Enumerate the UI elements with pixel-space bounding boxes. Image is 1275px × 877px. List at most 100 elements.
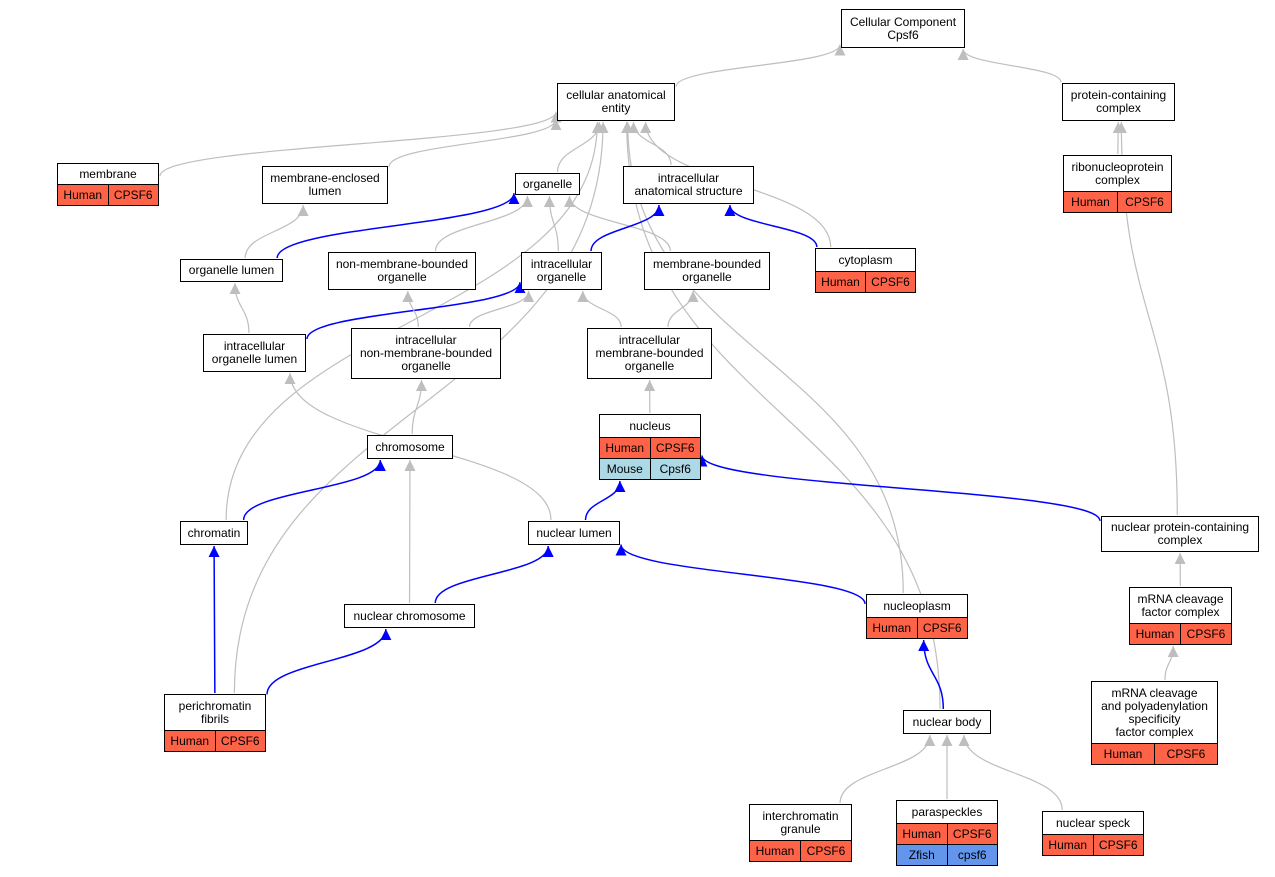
gene-cell: CPSF6 [916, 618, 968, 638]
node-label: intracellular non-membrane-bounded organ… [359, 333, 493, 373]
gene-cell: CPSF6 [865, 272, 915, 292]
edge-chromatin-to-cellular-anatomical-entity [225, 121, 603, 521]
node-label: nuclear speck [1055, 815, 1131, 830]
node-label: nuclear chromosome [353, 608, 466, 623]
node-organelle[interactable]: organelle [515, 173, 580, 195]
node-label: nuclear lumen [536, 525, 612, 540]
gene-cell: cpsf6 [946, 845, 998, 865]
node-intracellular-membrane-bounded-organelle[interactable]: intracellular membrane-bounded organelle [587, 328, 712, 379]
node-label: cytoplasm [838, 252, 893, 267]
node-cellular-component[interactable]: Cellular Component Cpsf6 [841, 9, 965, 48]
species-cell: Human [1135, 627, 1175, 641]
node-label: membrane [79, 166, 137, 181]
node-non-membrane-bounded-organelle[interactable]: non-membrane-bounded organelle [328, 252, 476, 290]
gene-cell: CPSF6 [800, 841, 851, 861]
edge-cellular-anatomical-entity-to-cellular-component [675, 44, 846, 87]
node-label: chromosome [375, 439, 445, 454]
node-intracellular-non-membrane-bounded-organelle[interactable]: intracellular non-membrane-bounded organ… [351, 328, 501, 379]
edge-intracellular-organelle-lumen-to-organelle-lumen [229, 282, 250, 334]
node-chromosome[interactable]: chromosome [367, 435, 453, 459]
edge-intracellular-organelle-to-organelle [543, 195, 559, 252]
node-label: nuclear protein-containing complex [1110, 520, 1250, 547]
edge-interchromatin-granule-to-nuclear-body [839, 734, 936, 804]
gene-cell: CPSF6 [649, 438, 701, 458]
species-row-human: Human CPSF6 [816, 271, 915, 292]
edge-nuclear-body-to-nucleoplasm [918, 639, 945, 710]
species-cell: Human [902, 827, 942, 841]
edge-chromatin-to-chromosome [242, 459, 386, 521]
node-label: chromatin [187, 525, 241, 540]
node-nuclear-body[interactable]: nuclear body [903, 710, 991, 734]
gene-cell: CPSF6 [1092, 835, 1144, 855]
node-cellular-anatomical-entity[interactable]: cellular anatomical entity [557, 83, 675, 121]
edge-intracellular-anatomical-structure-to-cellular-anatomical-entity [627, 121, 672, 166]
node-label: paraspeckles [911, 804, 983, 819]
edge-perichromatin-fibrils-to-chromatin [208, 545, 220, 694]
gene-cell: CPSF6 [107, 185, 159, 205]
edge-membrane-bounded-organelle-to-organelle [564, 195, 671, 252]
node-label: Cellular Component Cpsf6 [849, 14, 957, 42]
gene-cell: CPSF6 [1180, 624, 1231, 644]
node-label: intracellular anatomical structure [634, 171, 743, 198]
edge-membrane-enclosed-lumen-to-cellular-anatomical-entity [388, 118, 562, 167]
species-cell: Human [1103, 747, 1143, 761]
edge-chromosome-to-intracellular-non-membrane-bounded-organelle [411, 379, 427, 435]
node-protein-containing-complex[interactable]: protein-containing complex [1062, 83, 1175, 121]
node-label: organelle [522, 176, 573, 191]
node-intracellular-anatomical-structure[interactable]: intracellular anatomical structure [623, 166, 754, 204]
node-nuclear-chromosome[interactable]: nuclear chromosome [344, 604, 475, 628]
node-label: cellular anatomical entity [566, 88, 666, 115]
node-label: mRNA cleavage factor complex [1137, 591, 1224, 619]
node-chromatin[interactable]: chromatin [180, 521, 248, 545]
edge-nucleoplasm-to-nuclear-lumen [615, 544, 866, 605]
node-membrane-bounded-organelle[interactable]: membrane-bounded organelle [644, 252, 770, 290]
species-cell: Human [63, 188, 103, 202]
node-label: protein-containing complex [1070, 88, 1167, 115]
node-label: perichromatin fibrils [178, 698, 252, 726]
node-nuclear-protein-containing-complex[interactable]: nuclear protein-containing complex [1101, 516, 1259, 552]
node-label: nucleoplasm [883, 598, 951, 613]
species-cell: Human [821, 275, 860, 289]
node-label: membrane-enclosed lumen [270, 171, 380, 198]
species-cell: Zfish [908, 848, 935, 862]
node-label: intracellular membrane-bounded organelle [595, 333, 704, 373]
edge-organelle-lumen-to-membrane-enclosed-lumen [244, 204, 309, 259]
species-cell: Mouse [606, 462, 643, 476]
species-row-human: Human CPSF6 [750, 840, 851, 861]
gene-cell: CPSF6 [946, 824, 998, 844]
node-mrna-cleavage-polyadenylation-complex[interactable]: mRNA cleavage and polyadenylation specif… [1091, 681, 1218, 765]
species-cell: Human [755, 844, 795, 858]
node-label: non-membrane-bounded organelle [335, 257, 469, 284]
node-label: intracellular organelle [530, 257, 593, 284]
node-label: nuclear body [912, 714, 982, 729]
species-cell: Human [872, 621, 912, 635]
gene-cell: CPSF6 [214, 731, 266, 751]
node-organelle-lumen[interactable]: organelle lumen [180, 259, 283, 282]
node-intracellular-organelle[interactable]: intracellular organelle [521, 252, 602, 290]
node-label: organelle lumen [188, 263, 275, 277]
edge-mrna-cleavage-polyadenylation-complex-to-mrna-cleavage-factor-complex [1164, 645, 1179, 681]
species-row-human: Human CPSF6 [867, 617, 967, 638]
node-membrane-enclosed-lumen[interactable]: membrane-enclosed lumen [262, 166, 388, 204]
gene-cell: CPSF6 [1117, 192, 1171, 212]
node-intracellular-organelle-lumen[interactable]: intracellular organelle lumen [203, 334, 306, 372]
species-row-human: Human CPSF6 [58, 184, 158, 205]
node-label: mRNA cleavage and polyadenylation specif… [1101, 685, 1208, 739]
edge-nuclear-chromosome-to-nuclear-lumen [434, 545, 554, 604]
node-nuclear-lumen[interactable]: nuclear lumen [528, 521, 620, 545]
